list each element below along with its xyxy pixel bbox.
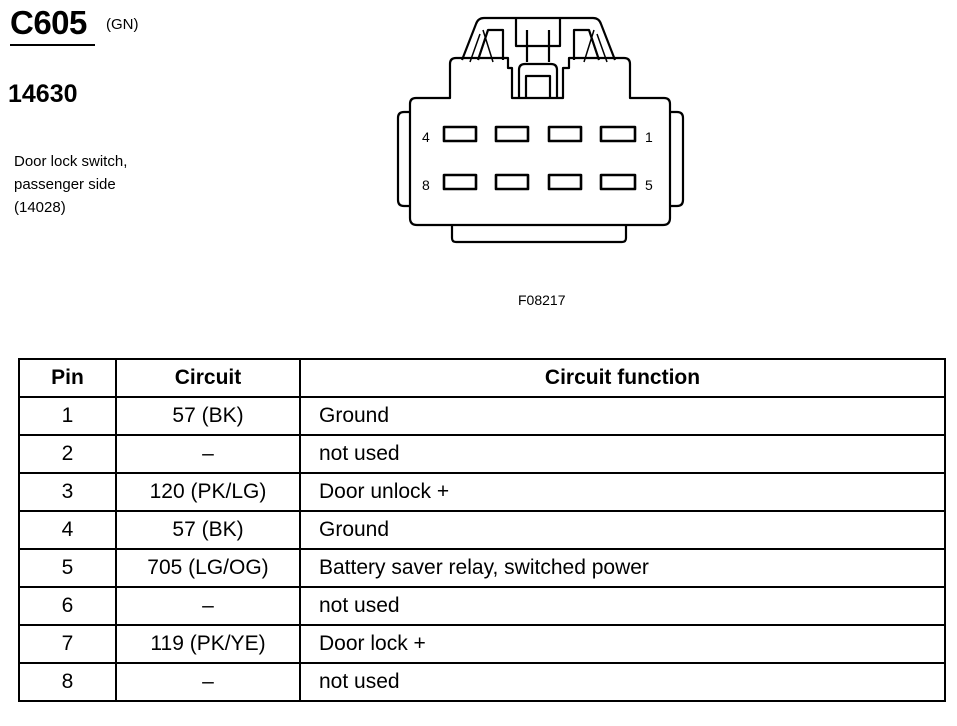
circuit-cell: – [115, 662, 301, 702]
function-cell: not used [299, 434, 946, 474]
table-header-row: Pin Circuit Circuit function [18, 358, 946, 398]
cavity-4 [442, 125, 478, 143]
header-pin: Pin [18, 358, 117, 398]
cavity-label-bottom-right: 5 [645, 177, 653, 193]
cavity-label-top-left: 4 [422, 129, 430, 145]
table-row: 6–not used [18, 586, 946, 626]
function-cell: Battery saver relay, switched power [299, 548, 946, 588]
pin-cell: 1 [18, 396, 117, 436]
circuit-cell: 57 (BK) [115, 510, 301, 550]
pin-cell: 5 [18, 548, 117, 588]
cavity-2 [547, 125, 583, 143]
pin-cell: 4 [18, 510, 117, 550]
function-cell: not used [299, 586, 946, 626]
component-description-line-2: passenger side [14, 176, 116, 193]
component-description-line-1: Door lock switch, [14, 153, 128, 170]
connector-face-drawing: 4 1 8 5 [396, 16, 685, 244]
function-cell: Ground [299, 396, 946, 436]
function-cell: Door unlock + [299, 472, 946, 512]
function-cell: not used [299, 662, 946, 702]
part-number: 14630 [8, 80, 78, 108]
circuit-cell: – [115, 586, 301, 626]
pin-cell: 8 [18, 662, 117, 702]
table-row: 8–not used [18, 662, 946, 702]
connector-id: C605 [10, 4, 87, 41]
component-description: Door lock switch, passenger side (14028) [14, 150, 127, 219]
figure-id: F08217 [518, 292, 566, 308]
pin-cell: 3 [18, 472, 117, 512]
cavity-8 [442, 173, 478, 191]
connector-color-code: (GN) [106, 16, 139, 33]
circuit-cell: 705 (LG/OG) [115, 548, 301, 588]
connector-lock-latch [517, 62, 559, 98]
table-row: 2–not used [18, 434, 946, 474]
connector-id-underline [10, 44, 95, 46]
connector-bottom-lip [450, 225, 628, 244]
pin-cell: 2 [18, 434, 117, 474]
function-cell: Door lock + [299, 624, 946, 664]
cavity-label-bottom-left: 8 [422, 177, 430, 193]
cavity-7 [494, 173, 530, 191]
connector-body-outline [408, 56, 672, 227]
cavity-1 [599, 125, 637, 143]
cavity-label-top-right: 1 [645, 129, 653, 145]
cavity-6 [547, 173, 583, 191]
header-circuit-function: Circuit function [299, 358, 946, 398]
circuit-cell: – [115, 434, 301, 474]
connector-cavities [442, 125, 637, 191]
circuit-cell: 120 (PK/LG) [115, 472, 301, 512]
circuit-cell: 57 (BK) [115, 396, 301, 436]
header-circuit: Circuit [115, 358, 301, 398]
pin-cell: 7 [18, 624, 117, 664]
connector-lock-tab-outer [460, 16, 617, 61]
pin-cell: 6 [18, 586, 117, 626]
connector-right-clip [670, 110, 685, 208]
component-description-line-3: (14028) [14, 199, 66, 216]
function-cell: Ground [299, 510, 946, 550]
connector-left-clip [396, 110, 410, 208]
cavity-3 [494, 125, 530, 143]
circuit-cell: 119 (PK/YE) [115, 624, 301, 664]
cavity-5 [599, 173, 637, 191]
